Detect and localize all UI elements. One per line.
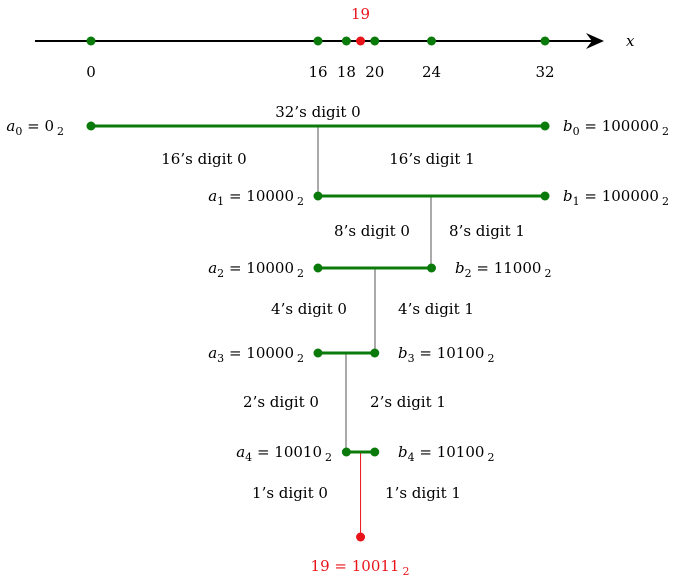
- digit-label-one: 8’s digit 1: [449, 222, 525, 240]
- digit-label-top: 32’s digit 0: [275, 103, 360, 121]
- tick-label: 16: [308, 63, 327, 81]
- target-point: [356, 36, 366, 46]
- digit-label-zero: 8’s digit 0: [334, 222, 410, 240]
- tick-point: [341, 36, 351, 46]
- digit-label-one: 1’s digit 1: [385, 484, 461, 502]
- tick-label: 24: [422, 63, 441, 81]
- tick-point: [427, 36, 436, 46]
- a-point: [313, 191, 323, 201]
- digit-label-zero: 2’s digit 0: [243, 393, 319, 411]
- b-point: [427, 263, 436, 273]
- tick-point: [540, 36, 550, 46]
- digit-label-zero: 1’s digit 0: [252, 484, 328, 502]
- a-point: [313, 263, 323, 273]
- tick-label: 18: [337, 63, 356, 81]
- digit-label-zero: 16’s digit 0: [161, 150, 246, 168]
- b-point: [370, 447, 380, 457]
- axis-label-x: x: [626, 32, 635, 50]
- b-point: [370, 348, 380, 358]
- digit-label-one: 2’s digit 1: [370, 393, 446, 411]
- tick-point: [86, 36, 96, 46]
- a-point: [86, 121, 96, 131]
- tick-label: 20: [365, 63, 384, 81]
- digit-label-one: 16’s digit 1: [389, 150, 474, 168]
- result-point: [356, 532, 366, 542]
- a-point: [341, 447, 351, 457]
- a-point: [313, 348, 323, 358]
- digit-label-zero: 4’s digit 0: [271, 300, 347, 318]
- tick-point: [313, 36, 323, 46]
- tick-label: 32: [535, 63, 554, 81]
- b-point: [540, 191, 550, 201]
- b-point: [540, 121, 550, 131]
- tick-label: 0: [86, 63, 96, 81]
- tick-point: [370, 36, 380, 46]
- digit-label-one: 4’s digit 1: [398, 300, 474, 318]
- target-label: 19: [351, 5, 370, 23]
